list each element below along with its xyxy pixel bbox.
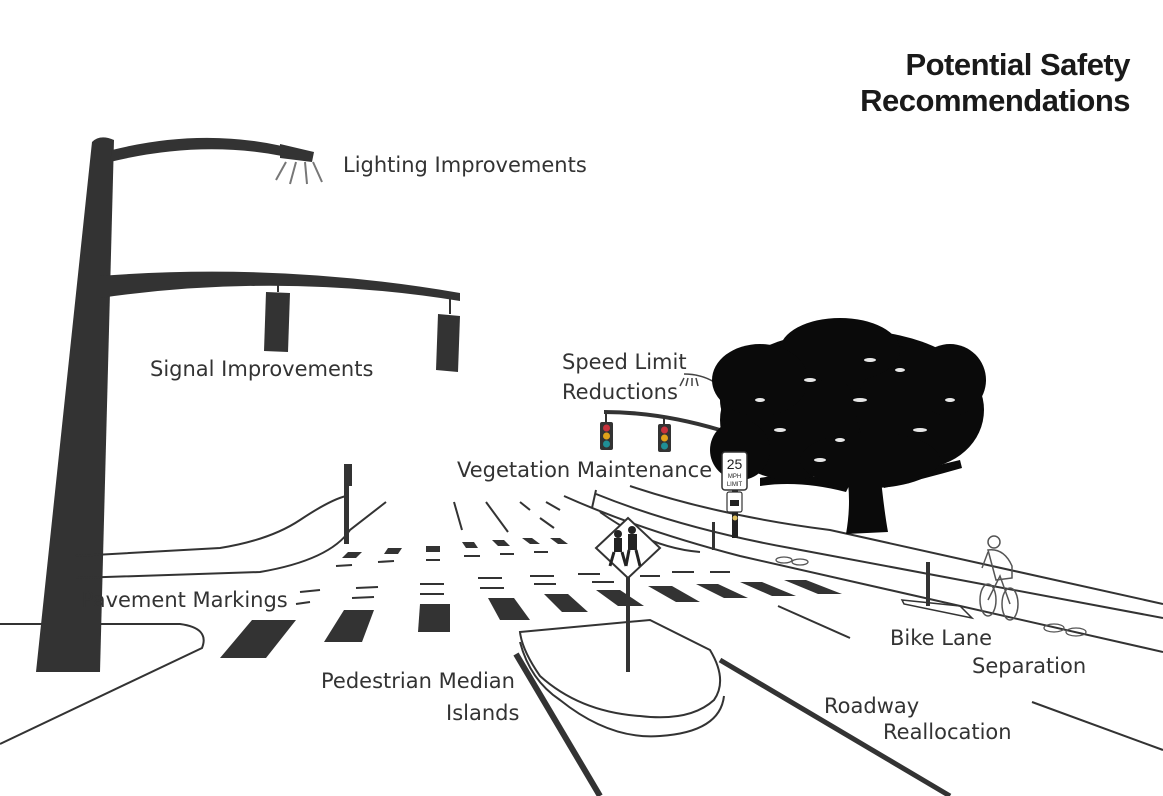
lane-dashes (295, 501, 730, 605)
label-speed-limit-line-1: Speed Limit (562, 350, 687, 374)
label-median-line-1: Pedestrian Median (321, 669, 515, 693)
label-speed-limit-line-2: Reductions (562, 380, 678, 404)
label-signal-improvements: Signal Improvements (150, 357, 374, 381)
signal-green-light (661, 442, 668, 450)
label-bike-lane-line-2: Separation (972, 654, 1087, 678)
small-signal-pole-icon (344, 464, 352, 544)
far-traffic-signals-icon (600, 410, 721, 452)
label-bike-lane-line-1: Bike Lane (890, 626, 993, 650)
speed-limit-number: 25 (727, 456, 743, 472)
crosswalk-markings (220, 538, 842, 658)
label-roadway-line-2: Reallocation (883, 720, 1012, 744)
signal-yellow-light (603, 432, 610, 440)
street-light-icon (36, 137, 323, 672)
tree-icon (710, 318, 986, 534)
speed-limit-sign: 25 MPH LIMIT (721, 451, 748, 538)
label-roadway-line-1: Roadway (824, 694, 920, 718)
speed-limit-unit: MPH (728, 474, 741, 480)
school-crossing-sign-icon (594, 516, 662, 672)
speed-limit-word: LIMIT (727, 482, 743, 488)
signal-red-light (661, 426, 668, 434)
label-pavement-markings: Pavement Markings (81, 588, 288, 612)
right-roadway-lines (563, 485, 1163, 751)
bike-lane-separator-icon (712, 522, 975, 620)
signal-mast-icon (100, 271, 460, 372)
label-vegetation-maintenance: Vegetation Maintenance (457, 458, 713, 482)
cyclist-icon (979, 535, 1019, 621)
signal-red-light (603, 424, 610, 432)
bike-symbol-icon (775, 556, 1087, 637)
page-title-line-1: Potential Safety (905, 47, 1130, 82)
label-median-line-2: Islands (446, 701, 520, 725)
page-title-line-2: Recommendations (860, 83, 1130, 118)
signal-yellow-light (661, 434, 668, 442)
median-island-icon (513, 618, 952, 796)
label-lighting-improvements: Lighting Improvements (343, 153, 587, 177)
signal-green-light (603, 440, 610, 448)
